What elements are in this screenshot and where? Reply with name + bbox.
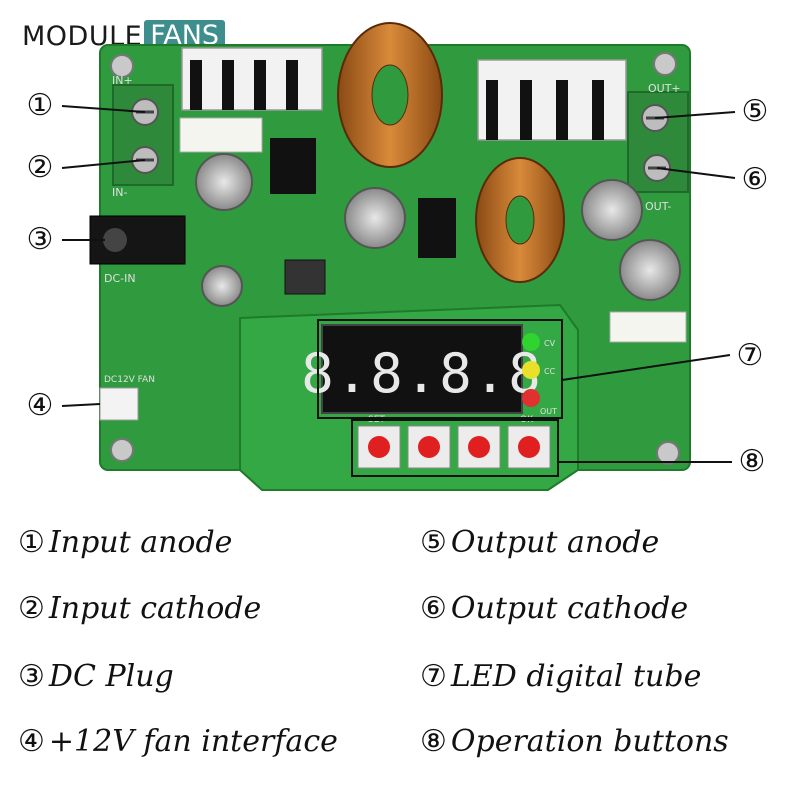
leader-line-6 — [656, 167, 736, 179]
callout-8: ⑧ — [738, 444, 766, 479]
shunt-resistor — [609, 311, 687, 343]
led-cv — [522, 333, 540, 351]
button-cap — [518, 436, 540, 458]
dc-plug-hole — [103, 228, 127, 252]
leader-line-1 — [61, 105, 146, 113]
mount-hole — [110, 54, 134, 78]
label-cv: CV — [544, 339, 556, 348]
callout-5: ⑤ — [741, 94, 769, 129]
label-cc: CC — [544, 367, 556, 376]
toroid-core — [371, 64, 409, 126]
label-dc-in: DC-IN — [104, 272, 136, 285]
leader-line-7 — [561, 354, 731, 381]
legend-number: ⑥ — [420, 591, 447, 626]
display-digits: 8.8.8.8 — [301, 342, 543, 405]
legend-number: ⑦ — [420, 659, 447, 694]
heatsink-fin — [520, 80, 532, 140]
heatsink-fin — [254, 60, 266, 110]
mount-hole — [656, 441, 680, 465]
brand-logo: MODULE FANS — [22, 20, 226, 52]
led-display — [321, 324, 523, 414]
leader-line-5 — [654, 111, 736, 119]
callout-2: ② — [26, 150, 54, 185]
legend-text: Operation buttons — [450, 724, 729, 759]
legend-number: ⑤ — [420, 525, 447, 560]
callout-3: ③ — [26, 222, 54, 257]
legend-text: Input anode — [48, 525, 233, 560]
inductor-smd — [284, 259, 326, 295]
legend-number: ③ — [18, 659, 45, 694]
callout-7: ⑦ — [736, 338, 764, 373]
button-cap — [468, 436, 490, 458]
legend-text: +12V fan interface — [48, 724, 338, 759]
callout-6: ⑥ — [741, 162, 769, 197]
heatsink-fin — [486, 80, 498, 140]
label-out-plus: OUT+ — [648, 82, 681, 95]
heatsink-fin — [592, 80, 604, 140]
legend-number: ④ — [18, 724, 45, 759]
heatsink-fin — [222, 60, 234, 110]
label-out-minus: OUT- — [645, 200, 671, 213]
leader-line-2 — [61, 159, 146, 169]
label-in-minus: IN- — [112, 186, 127, 199]
mount-hole — [110, 438, 134, 462]
shunt-resistor — [179, 117, 263, 153]
buttons-callout-box — [351, 419, 559, 477]
button-cap — [368, 436, 390, 458]
legend-text: DC Plug — [48, 659, 174, 694]
mount-hole — [653, 52, 677, 76]
button-cap — [418, 436, 440, 458]
toroid-core — [505, 195, 535, 245]
mosfet — [418, 198, 456, 258]
legend-number: ① — [18, 525, 45, 560]
fan-connector — [99, 387, 139, 421]
led-out — [522, 389, 540, 407]
heatsink-left — [181, 47, 323, 111]
legend-item: ④+12V fan interface — [18, 724, 338, 759]
label-out: OUT — [540, 407, 557, 416]
legend-number: ⑧ — [420, 724, 447, 759]
electrolytic-capacitor — [344, 187, 406, 249]
electrolytic-capacitor — [581, 179, 643, 241]
callout-4: ④ — [26, 388, 54, 423]
legend-text: Input cathode — [48, 591, 262, 626]
electrolytic-capacitor — [195, 153, 253, 211]
label-fan: DC12V FAN — [104, 375, 155, 385]
mosfet — [270, 138, 316, 194]
display-callout-box — [317, 319, 563, 419]
legend-number: ② — [18, 591, 45, 626]
legend-text: LED digital tube — [450, 659, 702, 694]
legend-text: Output anode — [450, 525, 660, 560]
label-in-plus: IN+ — [112, 74, 133, 87]
heatsink-fin — [286, 60, 298, 110]
leader-line-4 — [61, 403, 101, 407]
legend-text: Output cathode — [450, 591, 689, 626]
callout-1: ① — [26, 88, 54, 123]
electrolytic-capacitor — [619, 239, 681, 301]
electrolytic-capacitor — [201, 265, 243, 307]
heatsink-fin — [556, 80, 568, 140]
led-cc — [522, 361, 540, 379]
heatsink-fin — [190, 60, 202, 110]
